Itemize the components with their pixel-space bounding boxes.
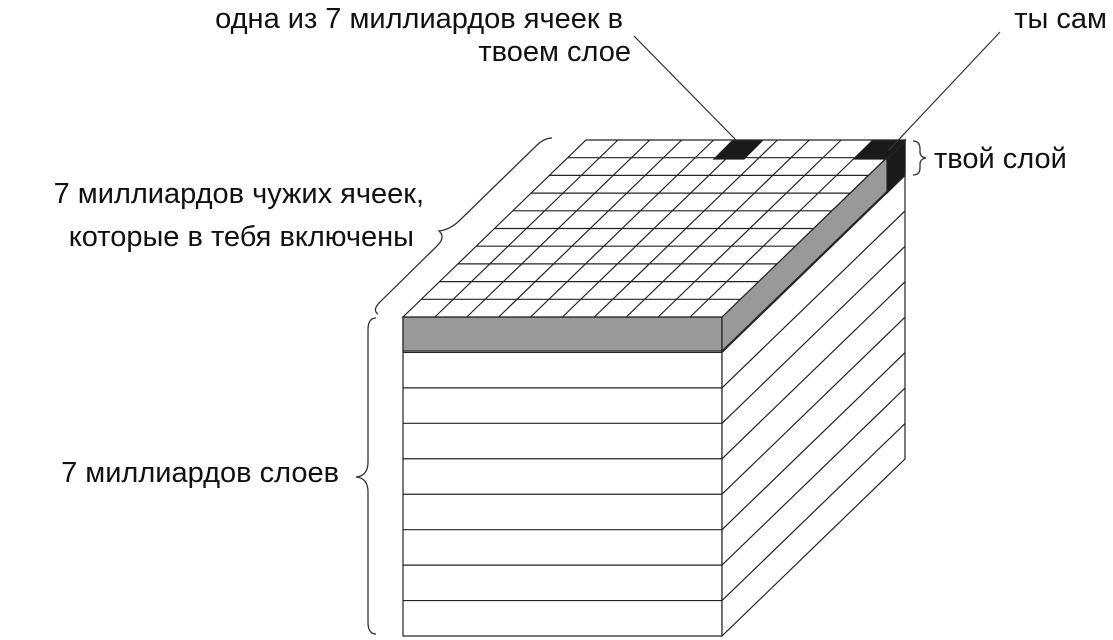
leader-line-one-cell	[633, 35, 737, 141]
top-grid	[421, 139, 887, 318]
right-layer-line	[721, 387, 906, 566]
leader-line-yourself	[887, 31, 1001, 152]
label-your-layer: твой слой	[934, 143, 1067, 175]
label-foreign-cells-line2: которые в тебя включены	[69, 221, 414, 253]
right-layer-line	[721, 281, 906, 460]
brace-layers	[355, 317, 377, 635]
label-one-cell-line1: одна из 7 миллиардов ячеек в	[215, 3, 623, 35]
top-grid-line	[657, 139, 842, 318]
right-layer-line	[721, 316, 906, 495]
brace-foreign-cells	[374, 137, 553, 315]
self-cell-side	[886, 139, 906, 195]
right-layer-line	[721, 175, 906, 353]
right-layer-line	[721, 423, 906, 601]
right-layer-line	[721, 210, 906, 389]
front-face	[402, 316, 723, 637]
one-cell-highlight	[712, 140, 764, 160]
top-grid-line	[689, 139, 874, 318]
label-layers: 7 миллиардов слоев	[61, 457, 339, 489]
label-foreign-cells-line1: 7 миллиардов чужих ячеек,	[54, 178, 424, 210]
right-layer-line	[721, 245, 906, 424]
label-yourself: ты сам	[1014, 3, 1107, 35]
right-layer-lines	[721, 175, 906, 601]
brace-your-layer	[912, 140, 927, 176]
label-one-cell-line2: твоем слое	[478, 36, 631, 68]
front-highlight-layer	[402, 316, 723, 352]
front-layer-lines	[403, 351, 722, 602]
right-layer-line	[721, 352, 906, 531]
cube	[401, 138, 907, 638]
top-grid-line	[593, 139, 778, 318]
top-grid-line	[625, 139, 810, 318]
